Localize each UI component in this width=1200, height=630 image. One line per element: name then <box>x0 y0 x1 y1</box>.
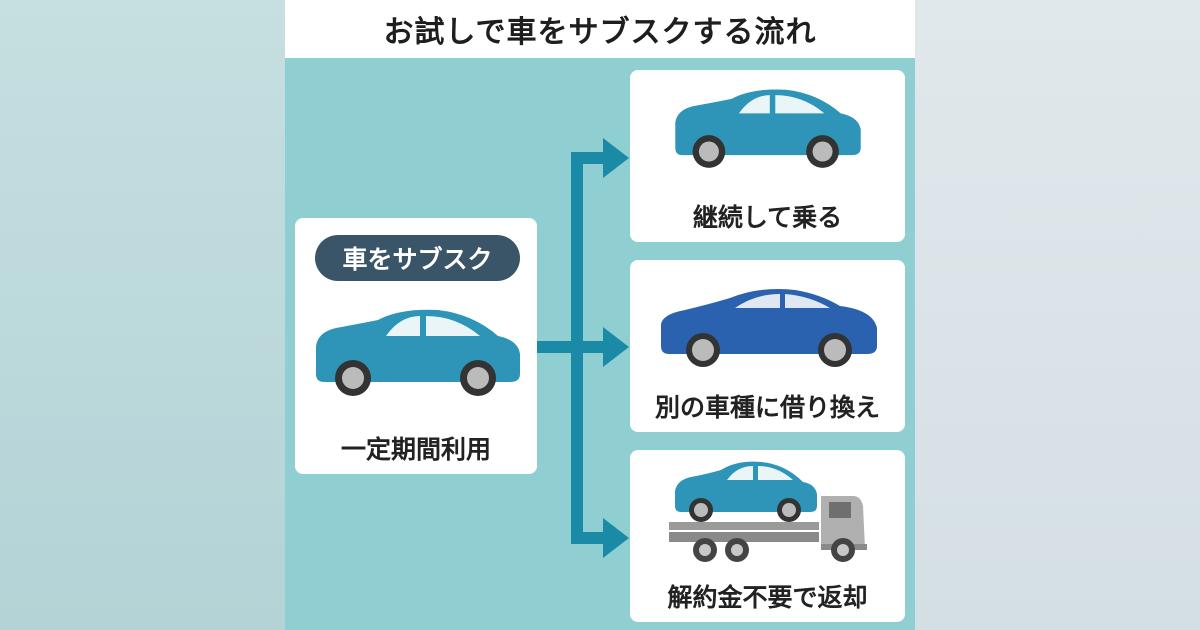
start-card: 車をサブスク 一定期間利用 <box>295 218 537 474</box>
flow-arrows <box>537 138 629 558</box>
diagram-title: お試しで車をサブスクする流れ <box>383 15 817 50</box>
title-bar: お試しで車をサブスクする流れ <box>285 0 915 58</box>
subscription-badge: 車をサブスク <box>315 235 520 281</box>
background-right <box>915 0 1200 630</box>
background-left <box>0 0 285 630</box>
option-card-continue: 継続して乗る <box>630 70 905 242</box>
option-label: 別の車種に借り換え <box>654 393 880 422</box>
tow-truck-icon <box>669 461 867 562</box>
option-label: 継続して乗る <box>692 203 843 232</box>
option-card-switch: 別の車種に借り換え <box>630 260 905 432</box>
sedan-icon <box>661 289 877 367</box>
flow-diagram: お試しで車をサブスクする流れ 車をサブスク 一定期間利用 <box>285 0 915 630</box>
option-card-return: 解約金不要で返却 <box>630 450 905 622</box>
start-label: 一定期間利用 <box>340 435 491 464</box>
car-icon <box>316 309 520 396</box>
car-icon <box>675 89 861 168</box>
option-label: 解約金不要で返却 <box>667 583 868 612</box>
